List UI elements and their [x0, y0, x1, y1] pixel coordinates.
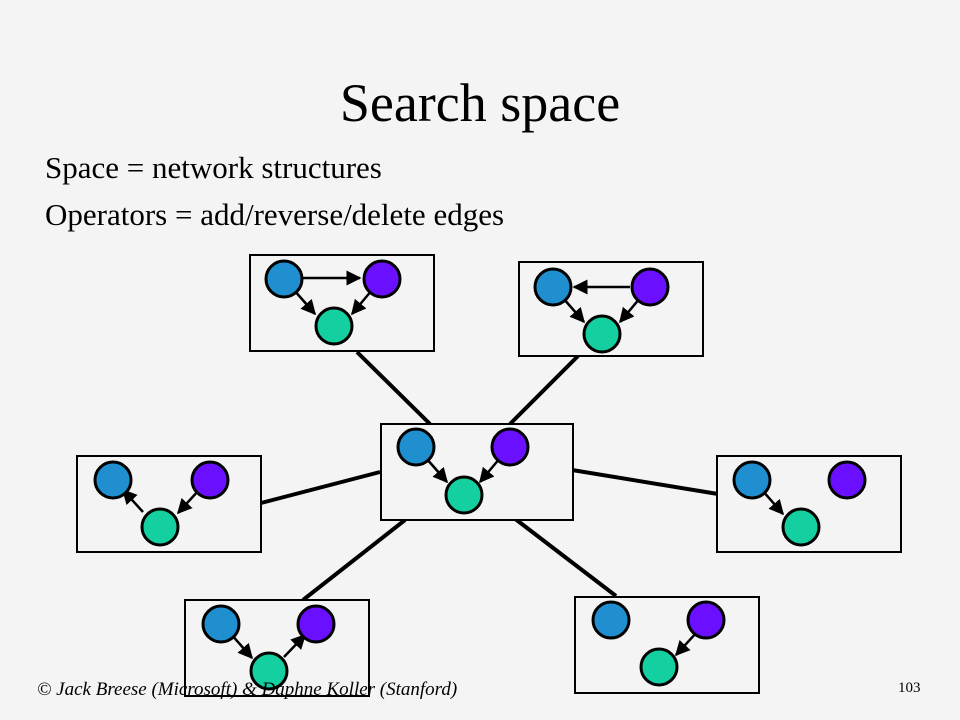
bullet-space: Space = network structures [45, 150, 382, 185]
link-to-right [571, 468, 719, 496]
slide-title: Search space [339, 73, 621, 133]
bullet-operators: Operators = add/reverse/delete edges [45, 197, 505, 232]
network-add-edge [249, 254, 435, 352]
copyright-footer: © Jack Breese (Microsoft) & Daphne Kolle… [37, 679, 458, 700]
node-c [444, 475, 484, 515]
network-reverse-edge [76, 455, 262, 553]
network-delete-edge-2 [574, 596, 760, 694]
link-to-bottom-right [512, 516, 618, 598]
page-number: 103 [898, 680, 921, 696]
link-to-top-left [355, 350, 432, 426]
link-to-top-right [508, 354, 580, 426]
network-delete-edge [716, 455, 902, 553]
link-to-left [260, 470, 381, 505]
network-reverse-edge-2 [184, 599, 370, 697]
network-add-edge-reverse [518, 261, 704, 357]
node-b [490, 427, 530, 467]
node-a [396, 427, 436, 467]
link-to-bottom-left [301, 518, 407, 602]
network-center [380, 423, 574, 521]
